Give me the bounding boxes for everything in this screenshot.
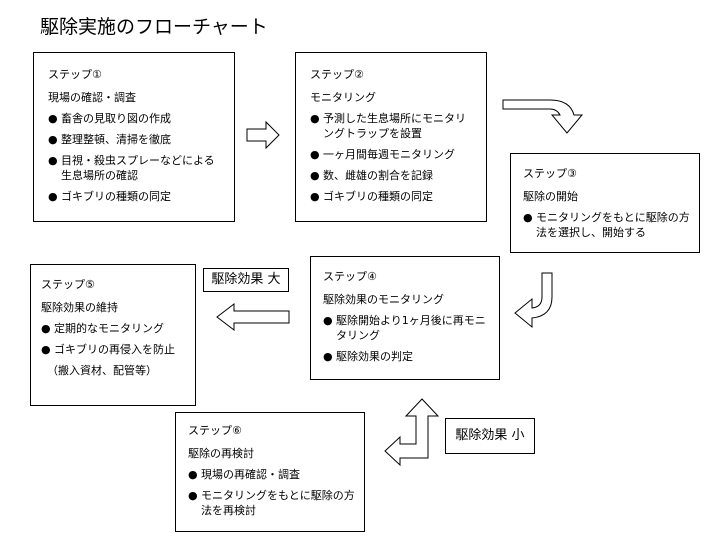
step5-label: ステップ⑤ [41, 278, 95, 291]
step4-box: ステップ④ 駆除効果のモニタリング ●駆除開始より1ヶ月後に再モニタリング ●駆… [310, 256, 500, 380]
step1-item: ●整理整頓、清掃を徹底 [48, 133, 171, 146]
step1-box: ステップ① 現場の確認・調査 ●畜舎の見取り図の作成 ●整理整頓、清掃を徹底 ●… [33, 52, 235, 222]
step3-box: ステップ③ 駆除の開始 ●モニタリングをもとに駆除の方法を選択し、開始する [510, 153, 700, 253]
step1-label: ステップ① [48, 68, 102, 81]
step6-item: ●現場の再確認・調査 [188, 468, 300, 481]
elbow-arrow-icon [384, 398, 440, 467]
step3-item: ●モニタリングをもとに駆除の方法を選択し、開始する [523, 211, 690, 239]
step2-item: ●一ヶ月間毎週モニタリング [310, 148, 455, 161]
step2-heading: モニタリング [310, 91, 376, 104]
step2-item: ●ゴキブリの種類の同定 [310, 190, 433, 203]
curved-arrow-down-icon [502, 99, 584, 134]
chart-title: 駆除実施のフローチャート [40, 16, 268, 38]
step4-item: ●駆除効果の判定 [323, 350, 413, 363]
step4-item: ●駆除開始より1ヶ月後に再モニタリング [323, 314, 486, 342]
step5-note: （搬入資材、配管等） [47, 364, 157, 377]
effect-low-label: 駆除効果 小 [445, 418, 535, 454]
step6-heading: 駆除の再検討 [188, 447, 254, 460]
step6-label: ステップ⑥ [188, 424, 242, 437]
step1-item: ●目視・殺虫スプレーなどによる生息場所の確認 [48, 154, 215, 182]
effect-high-label: 駆除効果 大 [203, 268, 289, 292]
step3-heading: 駆除の開始 [523, 190, 578, 203]
step1-item: ●畜舎の見取り図の作成 [48, 112, 171, 125]
step2-item: ●予測した生息場所にモニタリングトラップを設置 [310, 112, 466, 140]
step5-box: ステップ⑤ 駆除効果の維持 ●定期的なモニタリング ●ゴキブリの再侵入を防止 （… [30, 264, 196, 406]
step3-label: ステップ③ [523, 167, 577, 180]
step1-heading: 現場の確認・調査 [48, 91, 136, 104]
step6-item: ●モニタリングをもとに駆除の方法を再検討 [188, 489, 355, 517]
step2-box: ステップ② モニタリング ●予測した生息場所にモニタリングトラップを設置 ●一ヶ… [295, 52, 487, 222]
arrow-right-icon [246, 120, 280, 150]
step5-heading: 駆除効果の維持 [41, 301, 118, 314]
step4-heading: 駆除効果のモニタリング [323, 293, 444, 306]
step5-item: ●定期的なモニタリング [41, 322, 164, 335]
step1-item: ●ゴキブリの種類の同定 [48, 190, 171, 203]
step6-box: ステップ⑥ 駆除の再検討 ●現場の再確認・調査 ●モニタリングをもとに駆除の方法… [175, 412, 365, 532]
step2-label: ステップ② [310, 68, 364, 81]
arrow-left-icon [216, 302, 290, 332]
step5-item: ●ゴキブリの再侵入を防止 [41, 343, 175, 356]
step4-label: ステップ④ [323, 270, 377, 283]
step2-item: ●数、雌雄の割合を記録 [310, 169, 433, 182]
curved-arrow-left-icon [514, 272, 553, 329]
